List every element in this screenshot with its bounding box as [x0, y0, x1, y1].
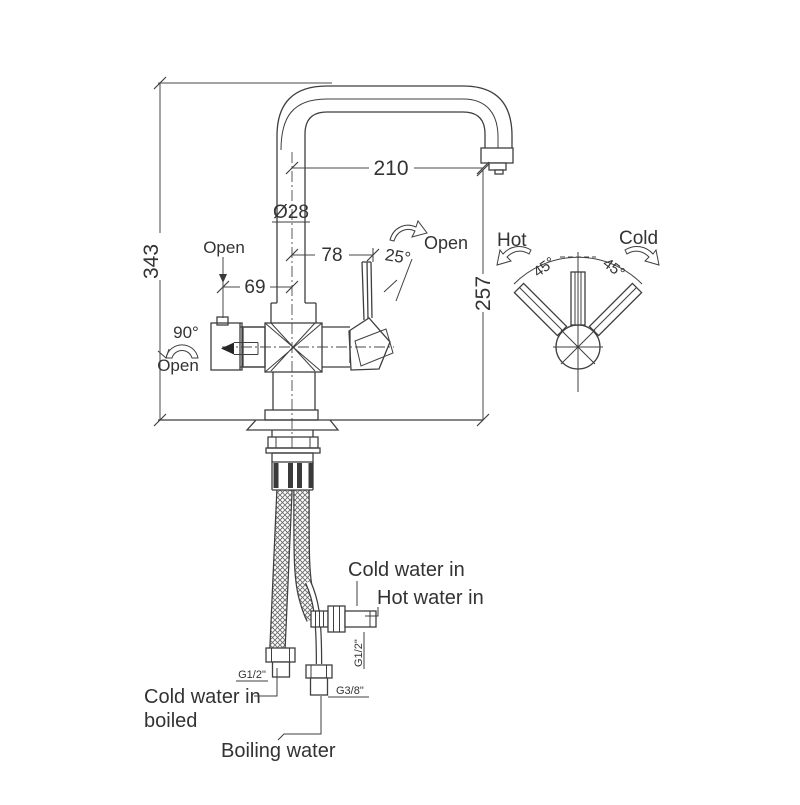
rotate-arc-arrow-icon [165, 344, 199, 359]
dim-343-label: 343 [140, 244, 163, 279]
angle-45-left-label: 45° [530, 254, 558, 281]
dimension-overall-height: 343 [140, 76, 332, 427]
outlet-labels: Cold water in boiled Boiling water [144, 668, 336, 762]
connector-cold-hot-inlet [310, 605, 377, 633]
hose-left-braided [269, 489, 293, 649]
cold-label: Cold [619, 228, 658, 249]
tailpiece [297, 463, 302, 488]
handle-position-hot [513, 282, 568, 337]
cold-water-in-boiled-label-2: boiled [144, 710, 197, 732]
hot-label: Hot [497, 230, 527, 251]
handle-angle-diagram: 45° 45° Hot Cold [496, 228, 660, 392]
hot-water-in-label: Hot water in [377, 587, 484, 609]
angle-45-right-label: 45° [599, 255, 627, 282]
rotate-90-labels: 90° Open [157, 323, 199, 375]
deck-plate [245, 419, 340, 431]
cold-water-in-label: Cold water in [348, 559, 465, 581]
angle-25-label: 25° [384, 245, 412, 268]
handle-knob [216, 316, 229, 326]
dimension-left-handle-offset: 69 Open [203, 238, 299, 318]
mounting-hardware [265, 430, 321, 491]
right-handle [348, 261, 394, 371]
spout [276, 85, 513, 303]
down-arrow-icon [219, 274, 227, 283]
connector-cold-boiled [265, 647, 296, 678]
connector-boiling [305, 664, 333, 696]
base-flange [264, 409, 319, 421]
open-push-label: Open [203, 238, 245, 257]
open-rotation-arrow-icon [389, 219, 428, 242]
tailpiece [273, 463, 279, 488]
dim-257-label: 257 [472, 276, 495, 311]
inlet-labels: Cold water in Hot water in G1/2" G1/2" G… [236, 559, 484, 698]
thread-g12-left-label: G1/2" [238, 669, 266, 681]
hot-rotation-arrow-icon [496, 246, 532, 266]
rotate-90-indicator [157, 344, 199, 359]
spout-aerator [480, 147, 514, 175]
dimension-right-handle-offset: 78 25° Open [285, 233, 468, 268]
boiling-water-label: Boiling water [221, 740, 336, 762]
dim-210-label: 210 [373, 157, 408, 180]
tailpiece [308, 463, 314, 488]
dim-78-label: 78 [321, 245, 342, 266]
open-rotate-label: Open [157, 356, 199, 375]
dim-dia28-label: Ø28 [273, 202, 309, 223]
dim-69-label: 69 [244, 277, 265, 298]
thread-g12-right-label: G1/2" [353, 639, 365, 667]
open-lever-label: Open [424, 233, 468, 253]
body-cross [240, 302, 351, 410]
handle-position-cold [588, 282, 643, 337]
dimension-spout-diameter: Ø28 [272, 202, 310, 223]
cold-rotation-arrow-icon [624, 246, 660, 266]
dimension-spout-clearance: 257 [472, 163, 495, 427]
angle-90-label: 90° [173, 323, 199, 342]
tailpiece [288, 463, 293, 488]
dimension-spout-reach: 210 [285, 157, 490, 180]
thread-g38-label: G3/8" [336, 685, 364, 697]
cold-water-in-boiled-label-1: Cold water in [144, 686, 261, 708]
left-handle [210, 316, 266, 371]
slot-arrow-icon [221, 342, 234, 355]
